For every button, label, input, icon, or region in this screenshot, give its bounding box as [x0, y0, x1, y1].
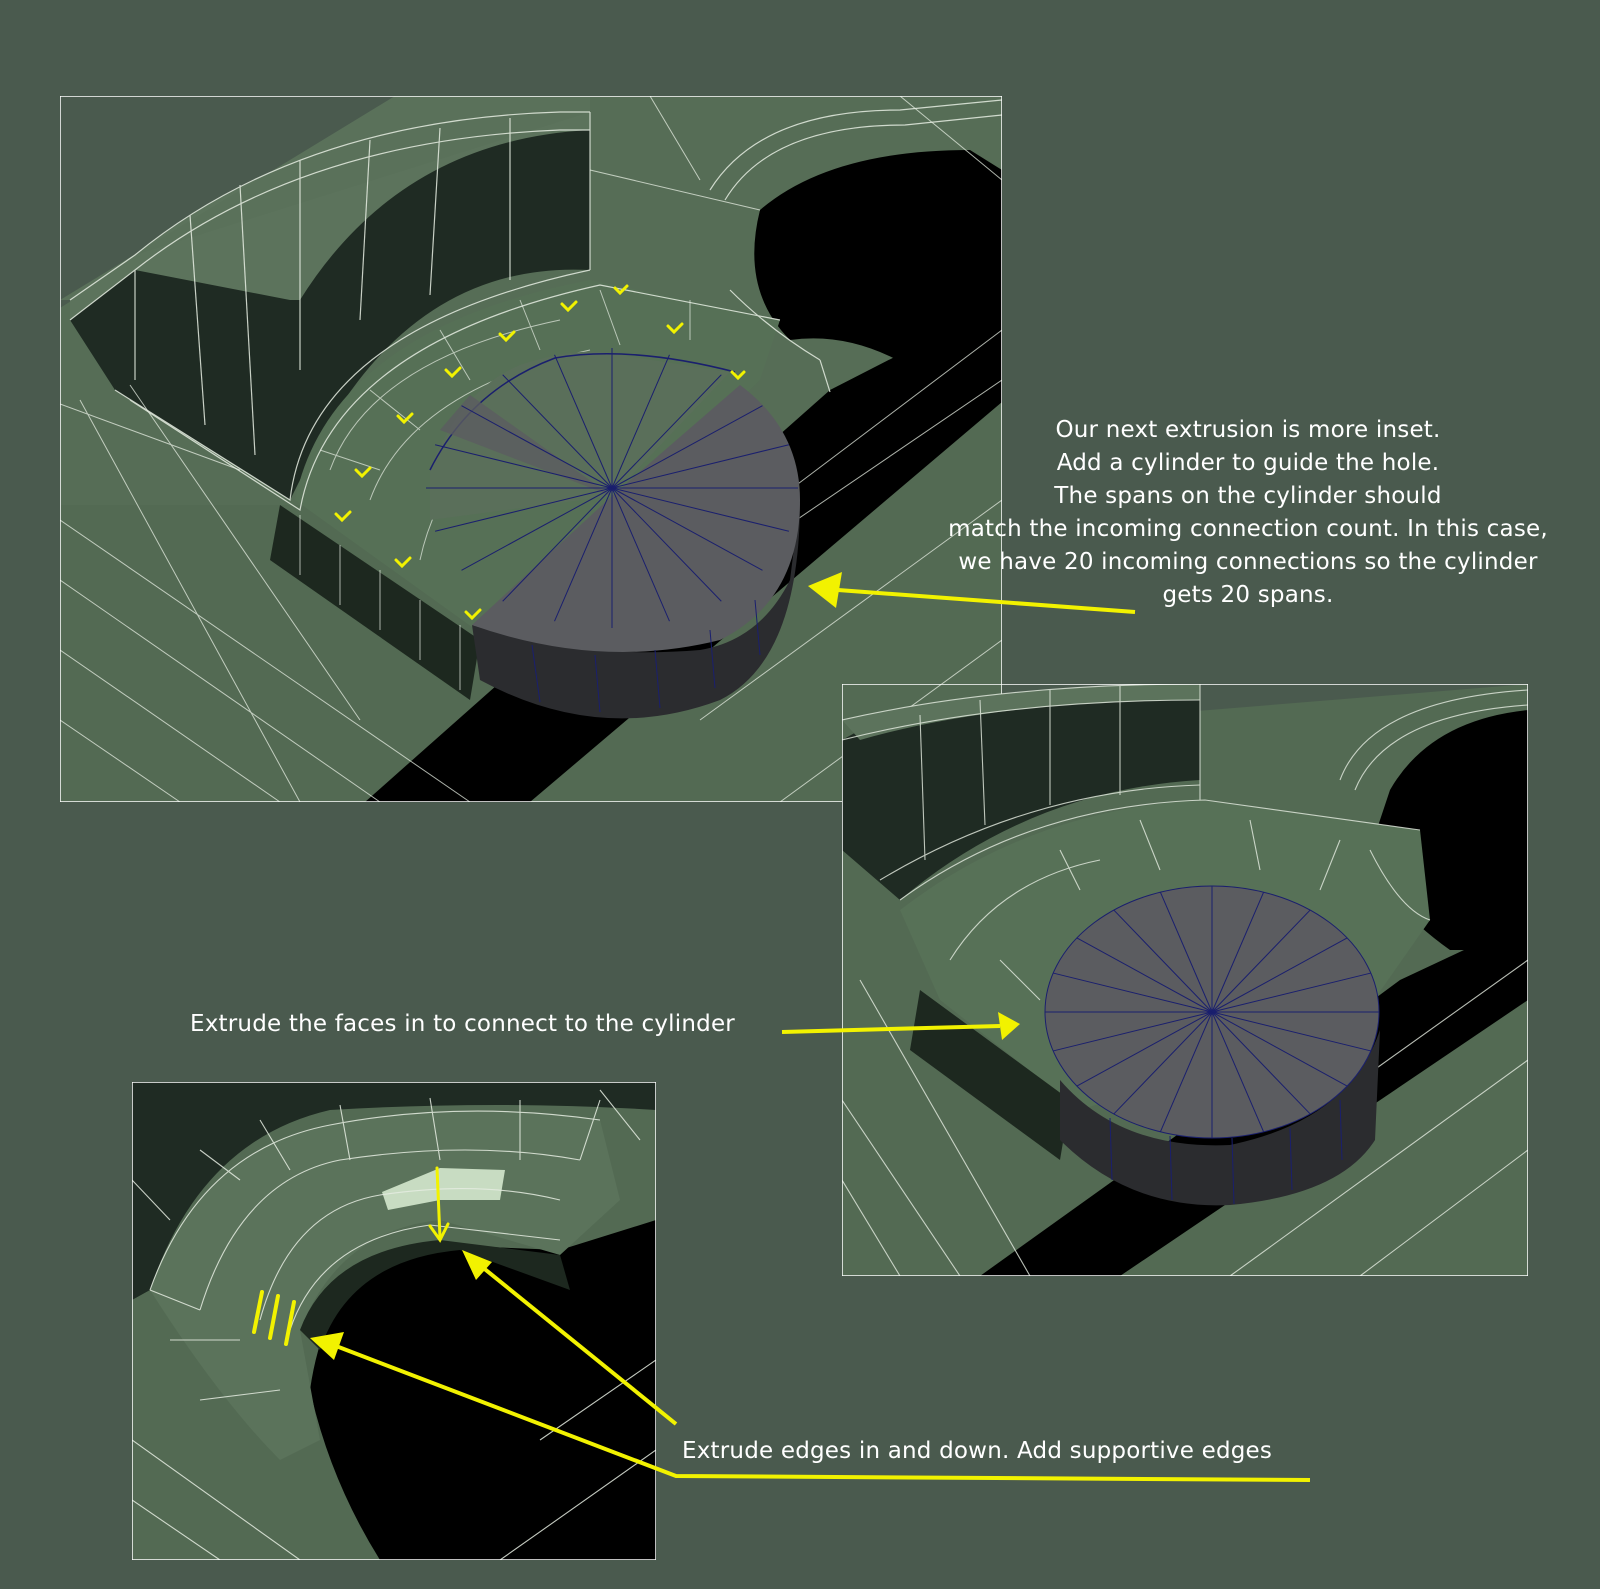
cylinder-span-line	[461, 405, 613, 489]
cylinder-span-line	[1211, 1011, 1311, 1115]
cylinder-guide	[426, 348, 800, 719]
cylinder-span-line	[1076, 1011, 1213, 1087]
cylinder-span-line	[434, 444, 613, 489]
annotation-line: gets 20 spans.	[1162, 582, 1334, 608]
down-arrow	[428, 1166, 450, 1243]
cylinder-span-line	[1113, 909, 1213, 1013]
cylinder-span-line	[554, 354, 613, 489]
cylinder-span-line	[502, 487, 613, 602]
cylinder-span-line	[611, 374, 722, 489]
cylinder-connected	[1044, 885, 1380, 1206]
cylinder-span-line	[1076, 937, 1213, 1013]
annotation-line: match the incoming connection count. In …	[948, 516, 1548, 542]
arrow-to-edges	[335, 1260, 1311, 1482]
cylinder-span-line	[1113, 1011, 1213, 1115]
annotation-line: we have 20 incoming connections so the c…	[958, 549, 1538, 575]
cylinder-span-line	[1159, 1011, 1213, 1133]
cylinder-span-line	[1053, 1011, 1213, 1052]
annotation-line: Add a cylinder to guide the hole.	[1056, 450, 1440, 476]
cylinder-span-line	[502, 374, 613, 489]
cylinder-span-line	[611, 405, 763, 489]
annotation-line: The spans on the cylinder should	[1054, 483, 1442, 509]
cylinder-span-line	[1211, 1011, 1348, 1087]
cylinder-span-line	[611, 354, 670, 489]
cylinder-span-line	[1053, 972, 1213, 1013]
arrow-to-cylinder	[808, 572, 1136, 614]
panel-bottom-viewport	[132, 1082, 656, 1560]
annotation-middle: Extrude the faces in to connect to the c…	[190, 1011, 735, 1037]
cylinder-span-line	[611, 487, 790, 532]
cylinder-span-line	[1211, 937, 1348, 1013]
cylinder-span-line	[611, 487, 670, 622]
supportive-edges-highlight	[252, 1290, 296, 1346]
cylinder-span-line	[461, 487, 613, 571]
cylinder-span-line	[1211, 909, 1311, 1013]
annotation-top: Our next extrusion is more inset. Add a …	[928, 414, 1568, 612]
panel-top-viewport	[60, 96, 1002, 802]
cylinder-span-line	[1211, 1011, 1265, 1133]
cylinder-span-line	[554, 487, 613, 622]
cylinder-span-line	[1211, 1011, 1371, 1052]
cylinder-span-line	[1211, 891, 1265, 1013]
selected-vertices	[334, 284, 746, 621]
annotation-bottom: Extrude edges in and down. Add supportiv…	[682, 1438, 1273, 1464]
cylinder-span-line	[611, 487, 722, 602]
arrowhead-edges-1	[462, 1250, 492, 1280]
annotation-line: Our next extrusion is more inset.	[1055, 417, 1441, 443]
cylinder-span-line	[434, 487, 613, 532]
arrowhead-edges-2	[310, 1332, 344, 1360]
cylinder-span-line	[611, 444, 790, 489]
arrow-to-faces	[781, 1012, 1020, 1040]
cylinder-span-line	[611, 487, 763, 571]
cylinder-span-line	[1211, 972, 1371, 1013]
cylinder-span-line	[1159, 891, 1213, 1013]
panel-middle-viewport	[842, 684, 1528, 1276]
cylinder-spans	[426, 348, 798, 628]
